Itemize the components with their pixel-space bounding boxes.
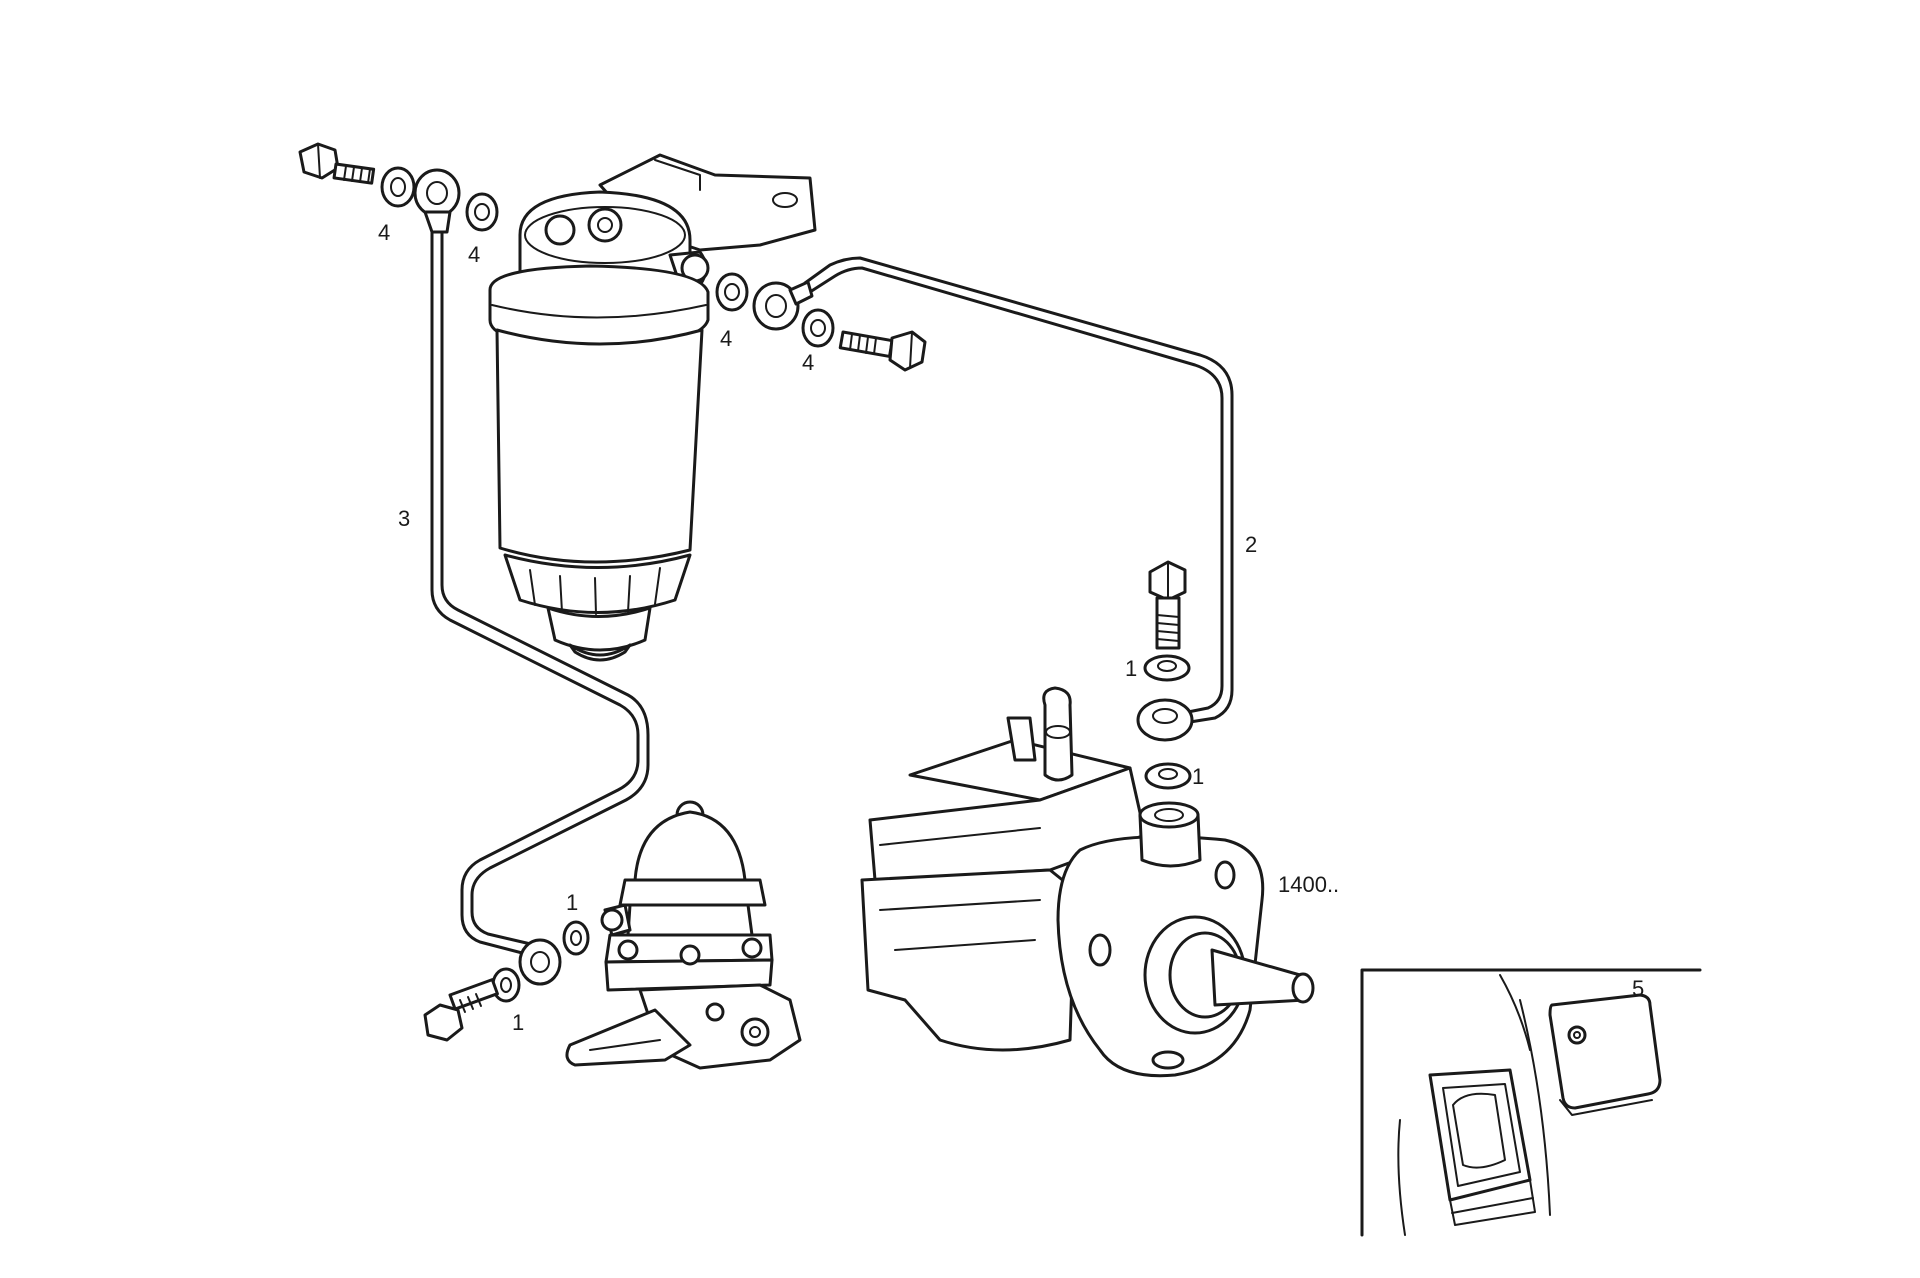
- washer-pump-lower: [491, 967, 521, 1003]
- washer-injection-upper: [1143, 654, 1191, 682]
- callout-injection-pump-ref: 1400..: [1278, 872, 1339, 897]
- banjo-fitting-injection: [1136, 698, 1194, 742]
- bolt-top-left: [298, 142, 376, 185]
- callout-washer-injection-upper: 1: [1125, 656, 1137, 681]
- washer-top-left-2: [465, 192, 499, 232]
- bolt-pump: [423, 978, 499, 1042]
- bolt-top-right: [838, 330, 927, 372]
- inset-detail-panel: [1360, 968, 1702, 1237]
- washer-filter-right: [715, 272, 749, 312]
- callout-washer-filter-right: 4: [720, 326, 732, 351]
- inset-cover-plate: [1548, 993, 1662, 1116]
- banjo-fitting-pump: [518, 938, 562, 986]
- callout-washer-bolt-right: 4: [802, 350, 814, 375]
- callout-washer-pump-upper: 1: [566, 890, 578, 915]
- fuel-line-3: [430, 223, 650, 957]
- callout-washer-injection-lower: 1: [1192, 764, 1204, 789]
- washer-injection-lower: [1144, 762, 1192, 790]
- callout-washer-pump-lower: 1: [512, 1010, 524, 1035]
- fuel-injection-pump: [860, 686, 1315, 1078]
- callout-fuel-line-2: 2: [1245, 532, 1257, 557]
- callout-inset-cover: 5: [1632, 976, 1644, 1001]
- callout-washer-banjo-left: 4: [468, 242, 480, 267]
- banjo-fitting-top-right: [752, 280, 814, 331]
- bolt-injection-pump: [1148, 560, 1187, 650]
- fuel-filter: [488, 153, 817, 662]
- banjo-fitting-top-left: [413, 168, 461, 234]
- washer-top-left-1: [380, 166, 416, 208]
- washer-pump-upper: [562, 920, 590, 956]
- callout-washer-bolt-left: 4: [378, 220, 390, 245]
- fuel-line-2: [803, 256, 1234, 724]
- callout-fuel-line-3: 3: [398, 506, 410, 531]
- washer-bolt-right: [801, 308, 835, 348]
- fuel-lift-pump: [565, 800, 802, 1070]
